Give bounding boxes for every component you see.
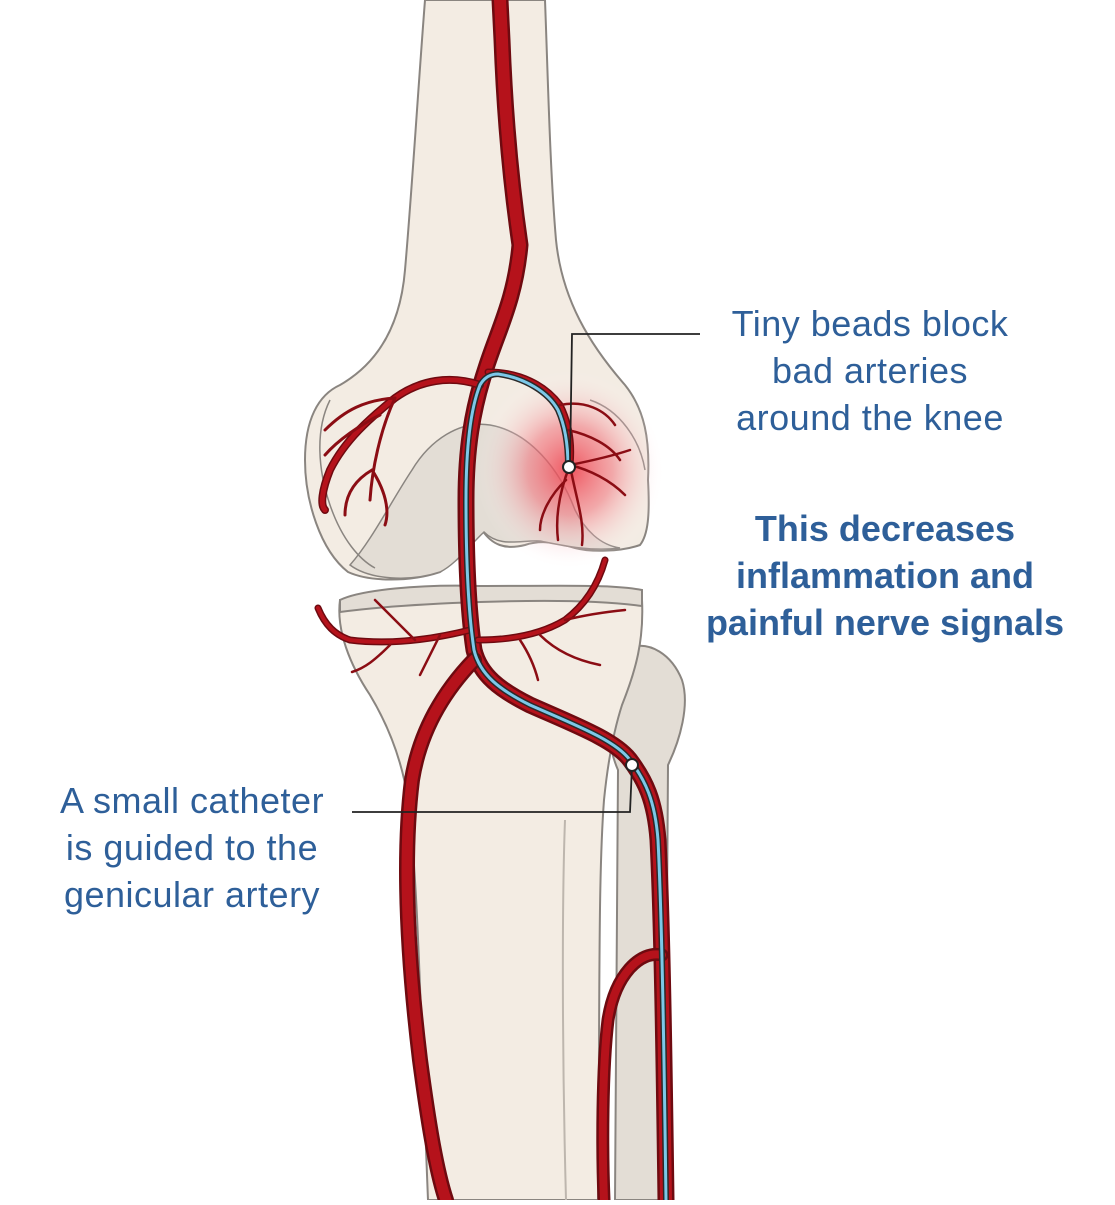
catheter-callout: A small catheter is guided to the genicu… (22, 777, 362, 918)
catheter-callout-line-3: genicular artery (22, 871, 362, 918)
bead-marker-dot (563, 461, 575, 473)
beads-callout: Tiny beads block bad arteries around the… (690, 300, 1050, 441)
beads-callout-line-1: Tiny beads block (690, 300, 1050, 347)
beads-callout-line-3: around the knee (690, 394, 1050, 441)
effect-callout-line-2: inflammation and (665, 552, 1105, 599)
catheter-marker-dot (626, 759, 638, 771)
beads-callout-line-2: bad arteries (690, 347, 1050, 394)
effect-callout: This decreases inflammation and painful … (665, 505, 1105, 646)
catheter-callout-line-2: is guided to the (22, 824, 362, 871)
effect-callout-line-3: painful nerve signals (665, 599, 1105, 646)
catheter-callout-line-1: A small catheter (22, 777, 362, 824)
effect-callout-line-1: This decreases (665, 505, 1105, 552)
